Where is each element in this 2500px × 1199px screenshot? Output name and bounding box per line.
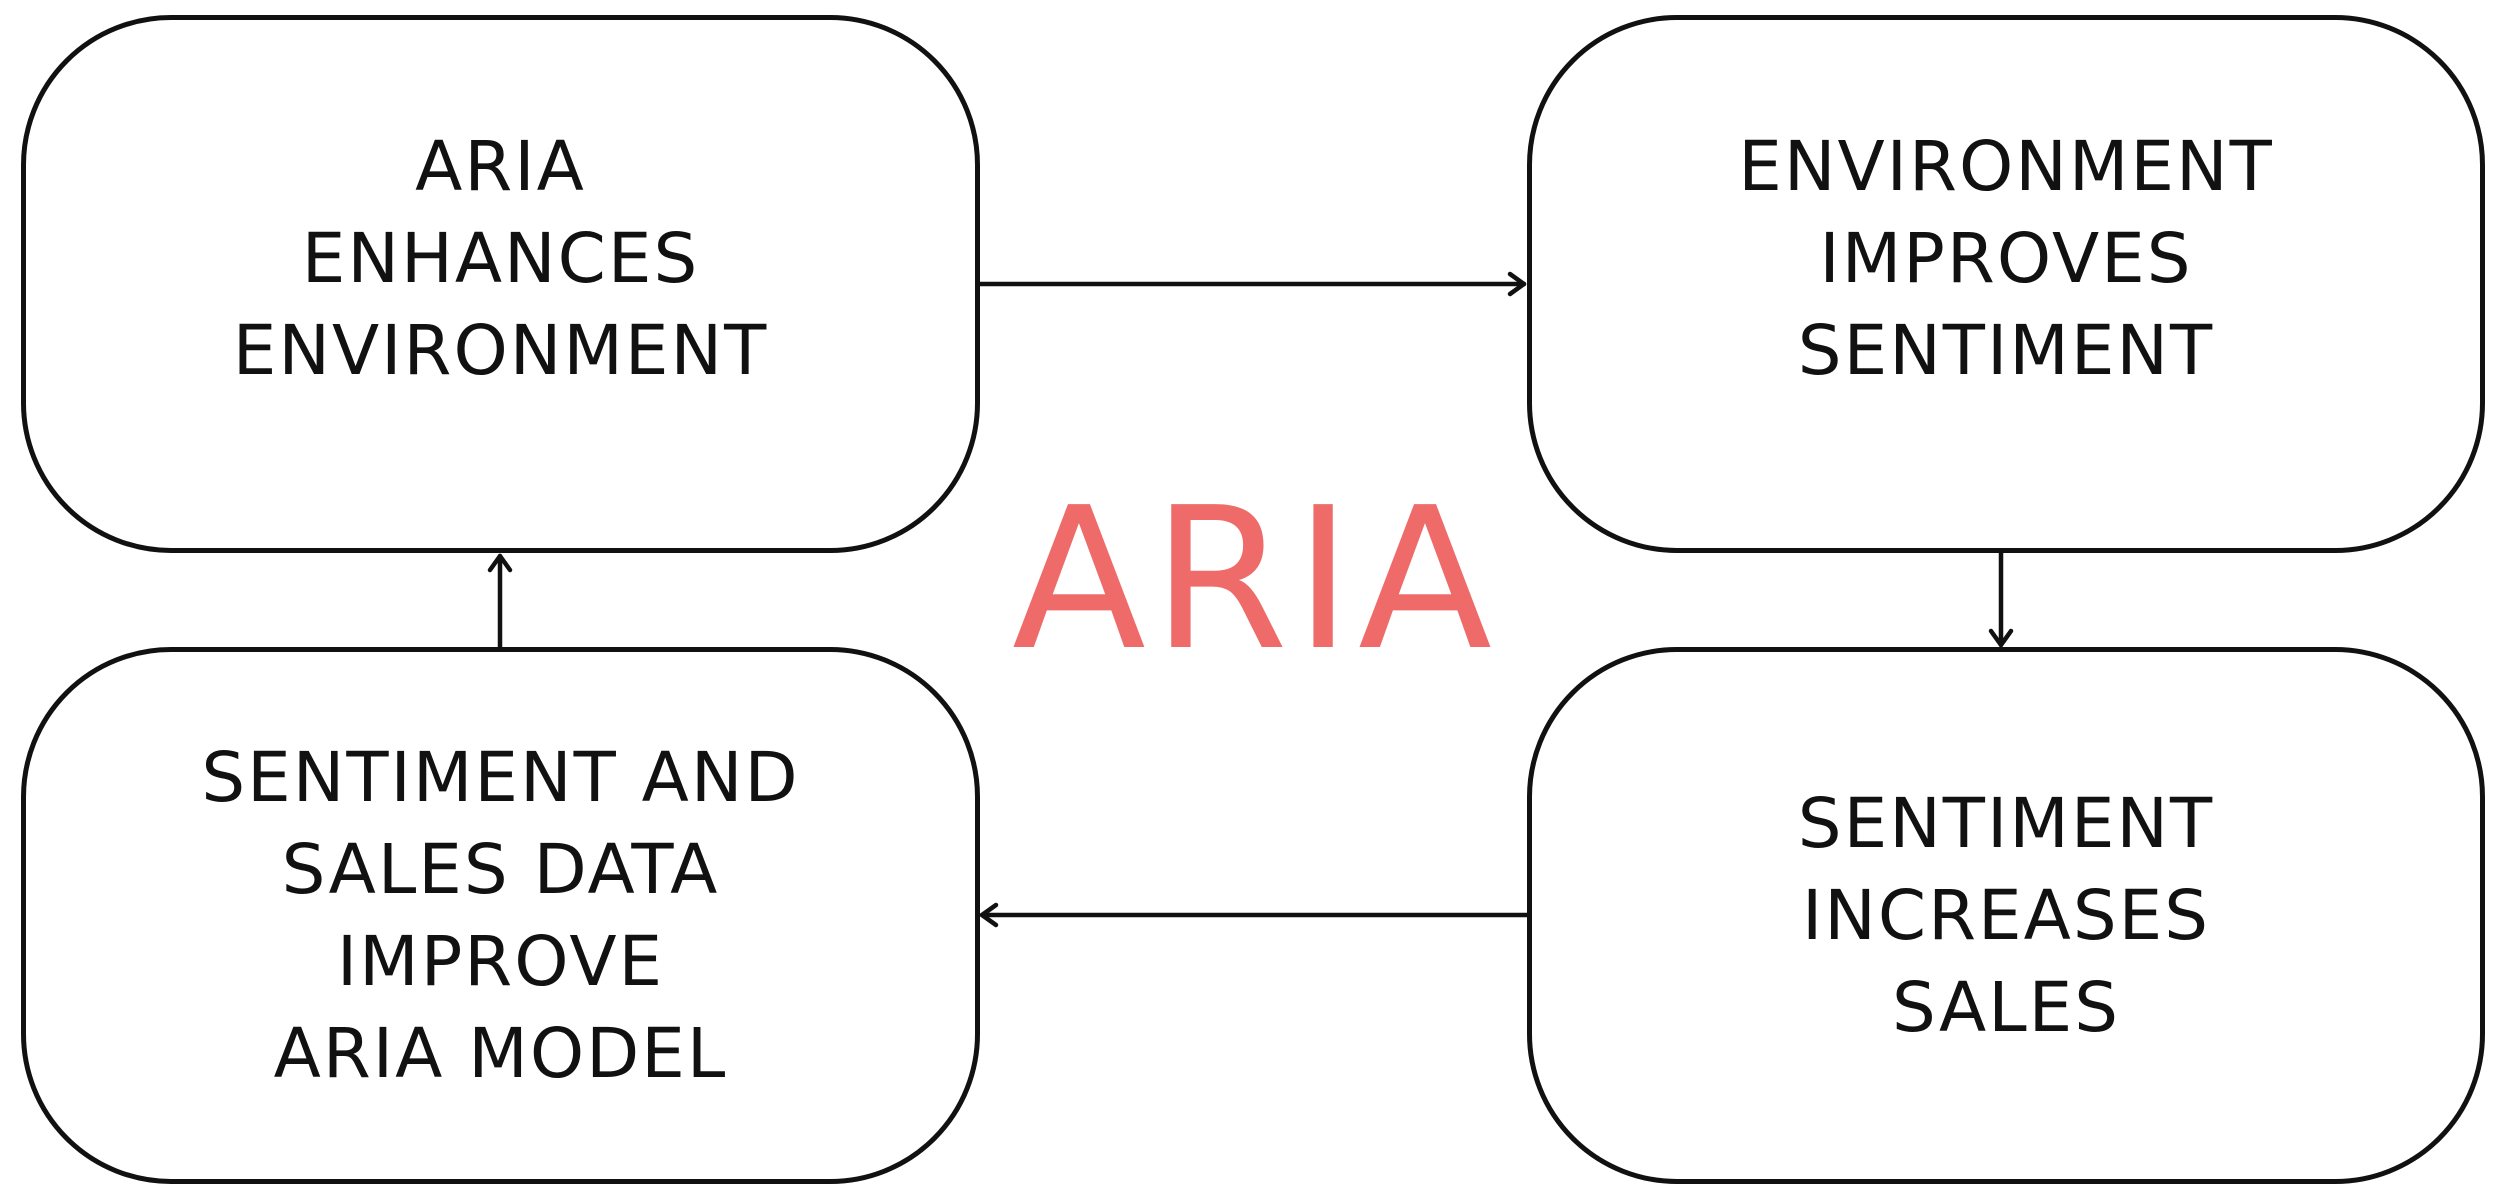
box-line: ENVIRONMENT: [232, 311, 769, 391]
box-text: SENTIMENT INCREASES SALES: [1798, 778, 2214, 1054]
box-sentiment-sales-data-improve-model: SENTIMENT AND SALES DATA IMPROVE ARIA MO…: [21, 647, 980, 1184]
arrow-top-right-to-bottom-right: [1988, 550, 2014, 648]
box-line: IMPROVES: [1819, 219, 2193, 299]
box-line: INCREASES: [1801, 875, 2211, 956]
box-text: ARIA ENHANCES ENVIRONMENT: [233, 121, 769, 397]
box-sentiment-increases-sales: SENTIMENT INCREASES SALES: [1527, 647, 2485, 1184]
arrow-bottom-left-to-top-left: [487, 553, 513, 650]
box-line: SENTIMENT: [1797, 783, 2215, 864]
box-line: SALES: [1891, 967, 2121, 1048]
box-line: ARIA MODEL: [273, 1013, 728, 1094]
box-line: SENTIMENT AND: [201, 737, 800, 818]
arrow-top-left-to-top-right: [977, 271, 1527, 297]
center-title: ARIA: [1011, 466, 1499, 694]
box-line: ENHANCES: [301, 219, 700, 299]
box-line: ENVIRONMENT: [1738, 127, 2274, 207]
box-aria-enhances-environment: ARIA ENHANCES ENVIRONMENT: [21, 15, 980, 553]
box-text: ENVIRONMENT IMPROVES SENTIMENT: [1738, 121, 2274, 397]
box-environment-improves-sentiment: ENVIRONMENT IMPROVES SENTIMENT: [1527, 15, 2485, 553]
box-line: ARIA: [415, 127, 586, 207]
box-line: IMPROVE: [336, 921, 665, 1002]
arrow-bottom-right-to-bottom-left: [979, 902, 1530, 928]
box-line: SALES DATA: [281, 829, 720, 910]
box-text: SENTIMENT AND SALES DATA IMPROVE ARIA MO…: [201, 732, 799, 1100]
box-line: SENTIMENT: [1797, 311, 2215, 391]
